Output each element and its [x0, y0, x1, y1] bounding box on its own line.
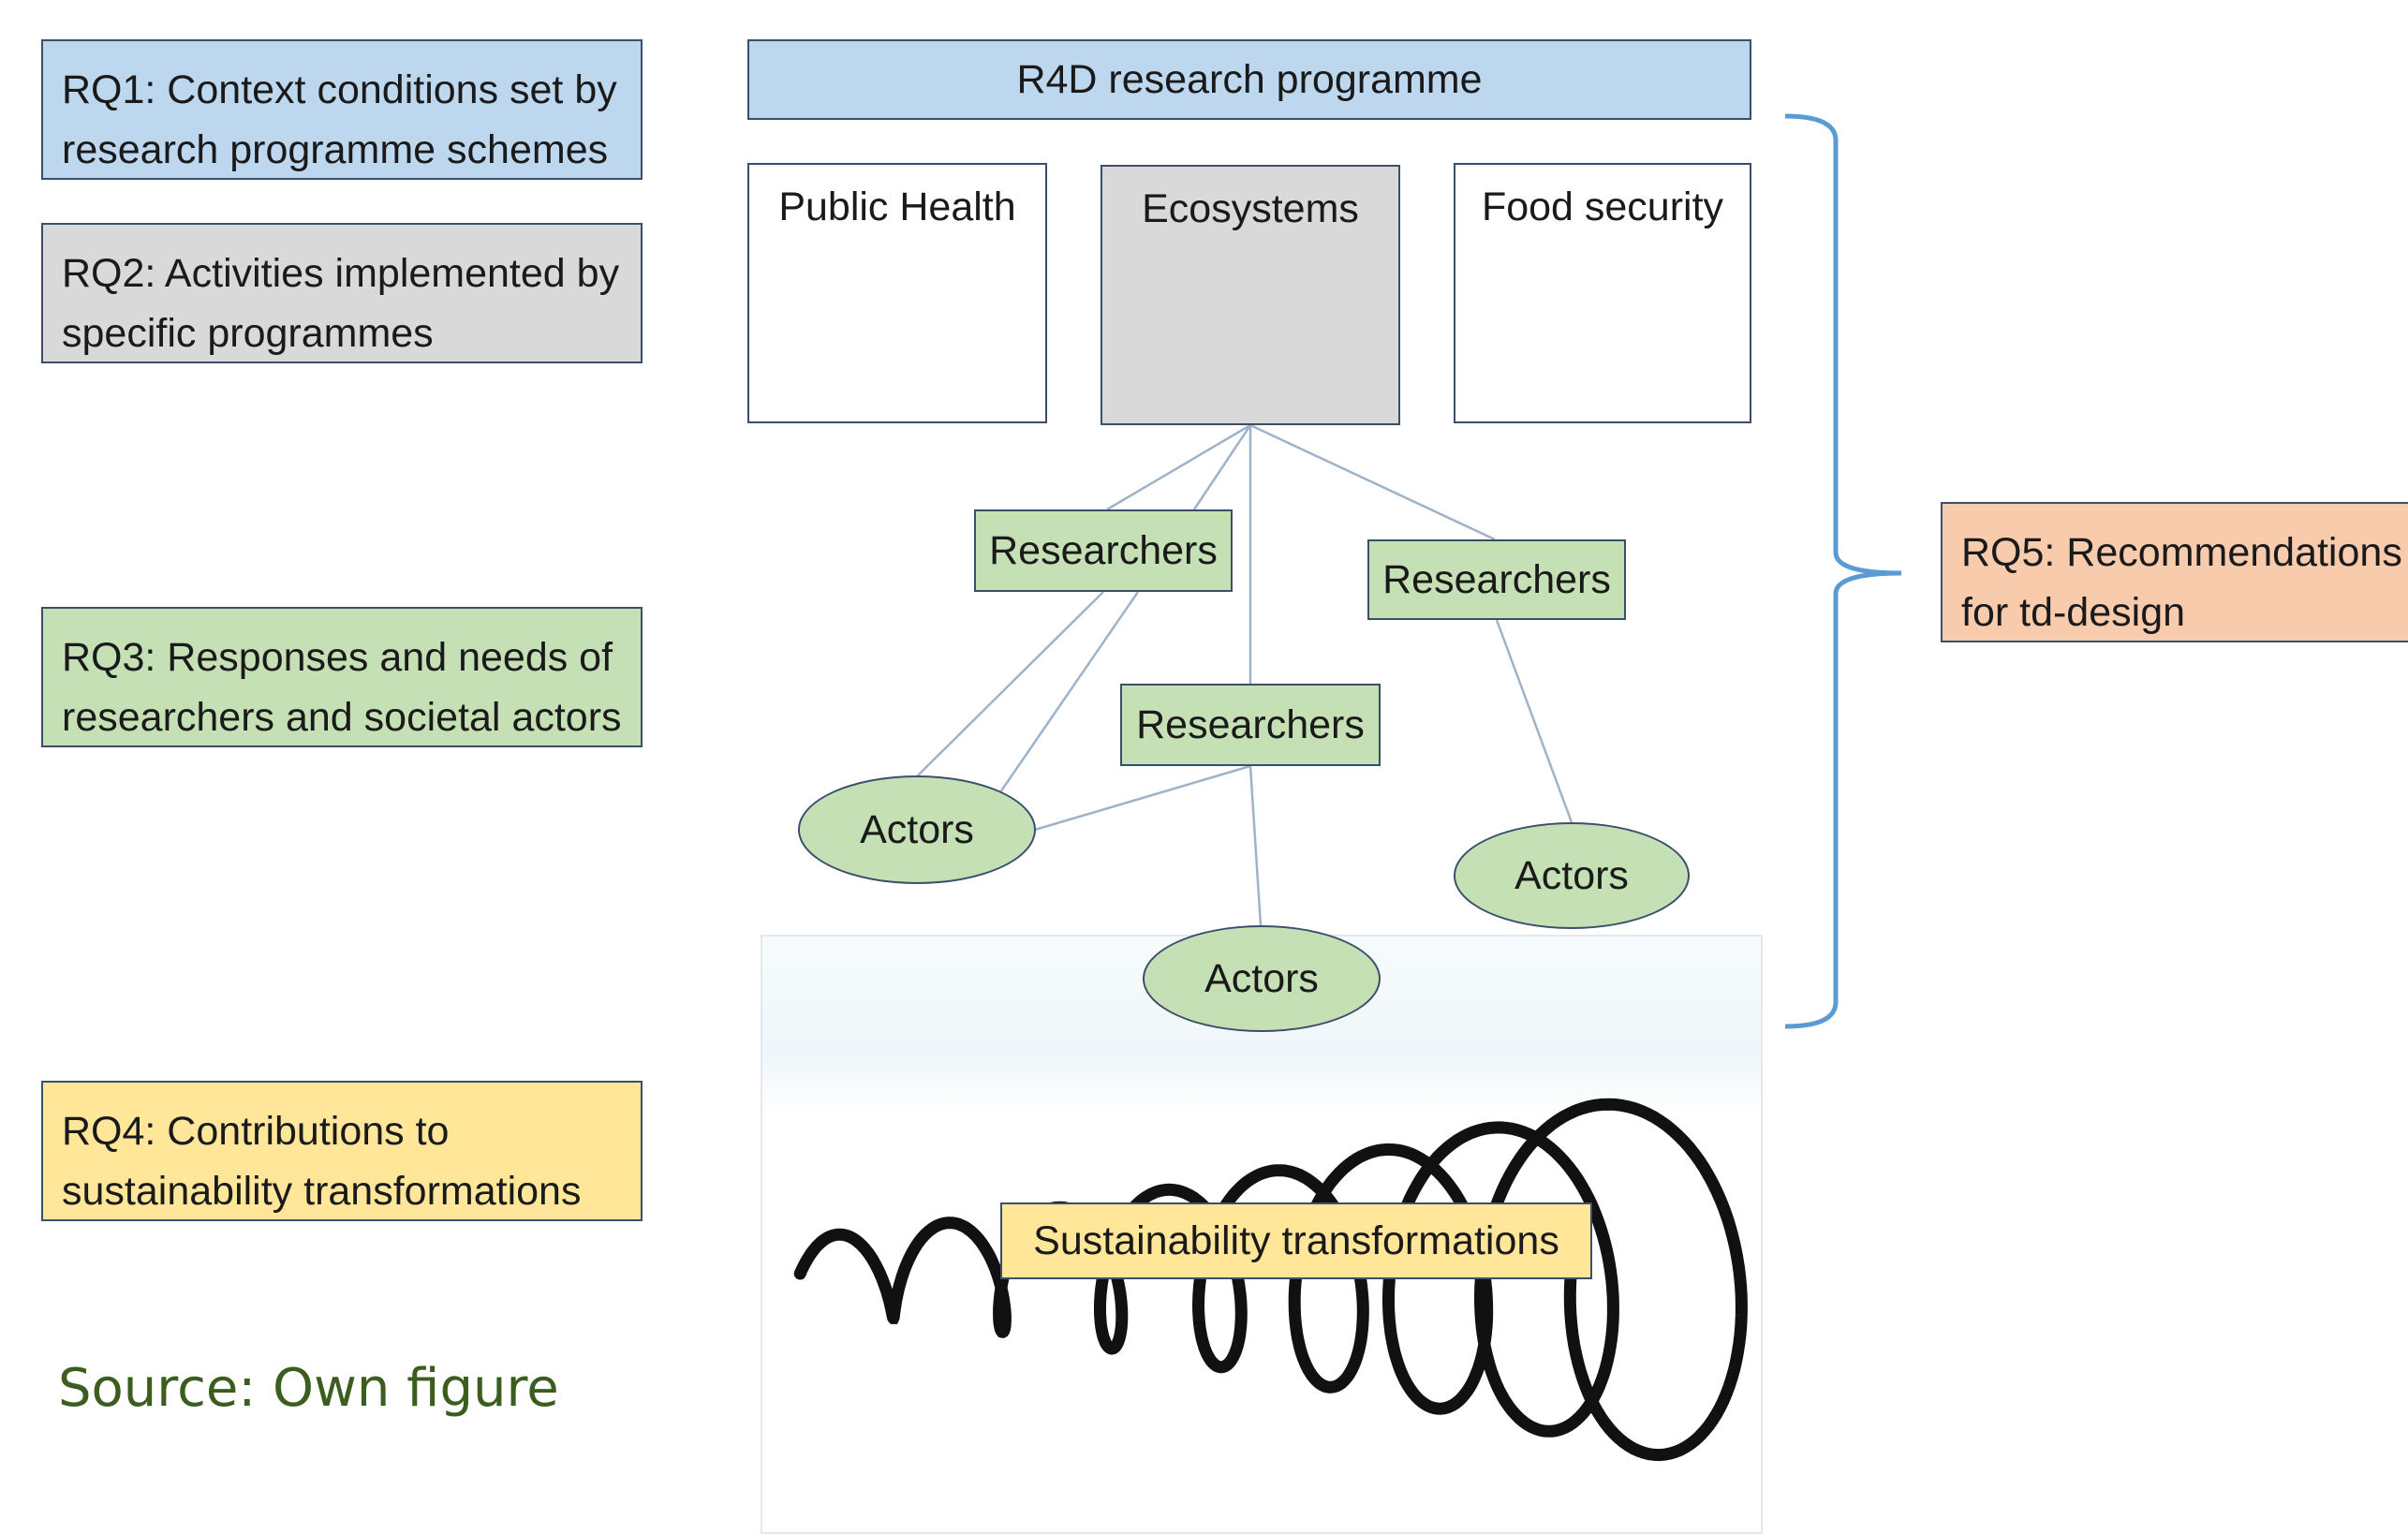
- source-note: Source: Own figure: [58, 1358, 559, 1419]
- theme-public-health: Public Health: [747, 163, 1047, 423]
- researchers-left-label: Researchers: [989, 527, 1218, 573]
- theme-public-health-label: Public Health: [778, 184, 1016, 229]
- actors-node-middle: Actors: [1143, 925, 1381, 1032]
- spiral-icon: [793, 1098, 1748, 1462]
- theme-food-security-label: Food security: [1481, 184, 1724, 229]
- rq2-box: RQ2: Activities implemented by specific …: [41, 223, 643, 363]
- theme-ecosystems-label: Ecosystems: [1142, 186, 1359, 231]
- theme-food-security: Food security: [1454, 163, 1751, 423]
- researchers-node-left: Researchers: [974, 509, 1233, 592]
- researchers-right-label: Researchers: [1382, 556, 1611, 602]
- actors-right-label: Actors: [1514, 852, 1629, 898]
- rq2-label: RQ2: Activities implemented by specific …: [62, 251, 620, 356]
- right-brace: [1784, 113, 1902, 1029]
- link-researchers-left-actors-left: [917, 591, 1104, 776]
- link-researchers-right-actors-right: [1495, 619, 1573, 823]
- link-ecosystems-researchers-left: [1106, 423, 1251, 511]
- link-researchers-middle-actors-left: [1034, 764, 1251, 832]
- rq4-box: RQ4: Contributions to sustainability tra…: [41, 1081, 643, 1221]
- researchers-node-middle: Researchers: [1120, 684, 1381, 766]
- rq1-label: RQ1: Context conditions set by research …: [62, 67, 617, 172]
- spiral-path: [793, 1098, 1748, 1462]
- rq3-box: RQ3: Responses and needs of researchers …: [41, 607, 643, 747]
- link-ecosystems-researchers-right: [1249, 423, 1496, 541]
- researchers-node-right: Researchers: [1367, 539, 1626, 620]
- link-ecosystems-researchers-left-2: [1192, 424, 1252, 510]
- rq5-label: RQ5: Recommendations for td-design: [1961, 530, 2402, 635]
- programme-title: R4D research programme: [1016, 57, 1483, 102]
- researchers-middle-label: Researchers: [1136, 701, 1365, 747]
- theme-ecosystems: Ecosystems: [1101, 165, 1400, 425]
- rq3-label: RQ3: Responses and needs of researchers …: [62, 635, 622, 740]
- programme-header: R4D research programme: [747, 39, 1751, 120]
- actors-left-label: Actors: [860, 806, 974, 852]
- rq4-label: RQ4: Contributions to sustainability tra…: [62, 1109, 582, 1214]
- link-researchers-left-actors-left-2: [998, 591, 1140, 793]
- rq1-box: RQ1: Context conditions set by research …: [41, 39, 643, 180]
- link-researchers-middle-actors-middle: [1248, 765, 1263, 926]
- rq5-box: RQ5: Recommendations for td-design: [1941, 502, 2408, 642]
- actors-node-left: Actors: [798, 775, 1036, 884]
- actors-middle-label: Actors: [1204, 955, 1319, 1001]
- sustainability-label: Sustainability transformations: [1033, 1218, 1559, 1263]
- sustainability-label-box: Sustainability transformations: [1000, 1202, 1592, 1279]
- actors-node-right: Actors: [1454, 822, 1690, 929]
